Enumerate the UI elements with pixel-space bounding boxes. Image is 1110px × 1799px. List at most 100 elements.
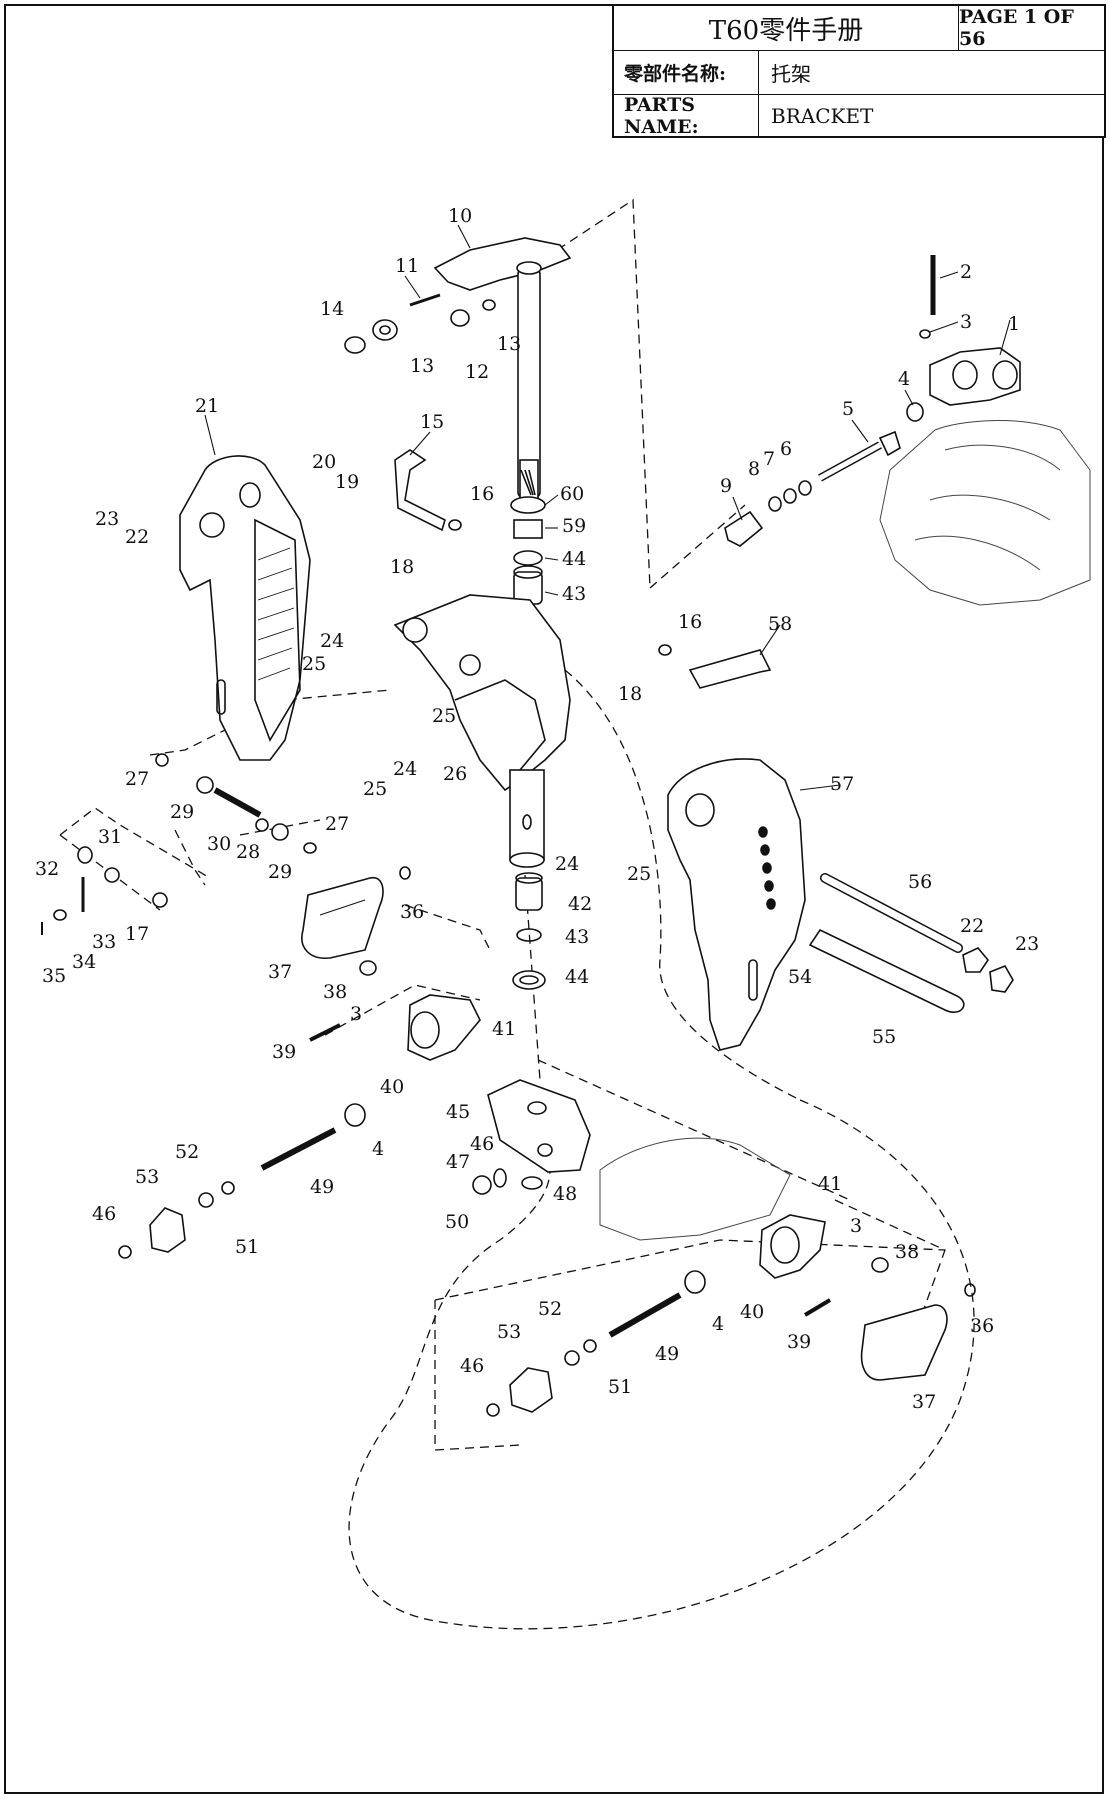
callout-18b: 18 (618, 683, 642, 705)
left-clamp-bracket (179, 455, 311, 761)
callout-53b: 53 (497, 1321, 521, 1343)
callout-36b: 36 (970, 1315, 994, 1337)
callout-34: 34 (72, 951, 96, 973)
callout-29a: 29 (170, 801, 194, 823)
callout-13b: 13 (410, 355, 434, 377)
tilt-lock-parts (41, 753, 317, 935)
shaft-washers (510, 496, 546, 605)
callout-18a: 18 (390, 556, 414, 578)
mount-group-left (118, 1103, 366, 1259)
callout-48: 48 (553, 1183, 577, 1205)
callout-45: 45 (446, 1101, 470, 1123)
callout-24c: 24 (555, 853, 579, 875)
callout-13a: 13 (497, 333, 521, 355)
drawing-sheet (4, 4, 1104, 1794)
callout-15: 15 (420, 411, 444, 433)
callout-43b: 43 (565, 926, 589, 948)
callout-41a: 41 (492, 1018, 516, 1040)
callout-42: 42 (568, 893, 592, 915)
callout-27b: 27 (325, 813, 349, 835)
callout-47: 47 (446, 1151, 470, 1173)
callout-53a: 53 (135, 1166, 159, 1188)
callout-9: 9 (720, 475, 732, 497)
callout-26: 26 (443, 763, 467, 785)
mount-group-right (486, 1270, 706, 1417)
callout-16a: 16 (470, 483, 494, 505)
part-name-cn-value: 托架 (771, 61, 811, 86)
callout-29b: 29 (268, 861, 292, 883)
part-name-en-value: BRACKET (771, 104, 874, 128)
callout-46c: 46 (460, 1355, 484, 1377)
callout-25a: 25 (302, 653, 326, 675)
trim-stop-left (301, 866, 411, 959)
callout-51a: 51 (235, 1236, 259, 1258)
callout-32: 32 (35, 858, 59, 880)
swivel-bracket (393, 594, 571, 868)
callout-4: 4 (898, 368, 910, 390)
callout-43a: 43 (562, 583, 586, 605)
callout-7: 7 (763, 448, 775, 470)
engine-outline (879, 420, 1091, 606)
callout-44a: 44 (562, 548, 586, 570)
callout-52b: 52 (538, 1298, 562, 1320)
callout-4c: 4 (712, 1313, 724, 1335)
clamp-right (759, 1214, 976, 1381)
callout-60: 60 (560, 483, 584, 505)
callout-10: 10 (448, 205, 472, 227)
lower-bushings (512, 872, 546, 990)
top-fasteners (344, 293, 496, 354)
steering-shaft-assembly (433, 237, 572, 501)
right-clamp-bracket (667, 758, 806, 1051)
callout-24b: 24 (393, 758, 417, 780)
callout-28: 28 (236, 841, 260, 863)
callout-21: 21 (195, 395, 219, 417)
callout-49a: 49 (310, 1176, 334, 1198)
callout-25b: 25 (432, 705, 456, 727)
callout-52a: 52 (175, 1141, 199, 1163)
callout-49b: 49 (655, 1343, 679, 1365)
callout-58: 58 (768, 613, 792, 635)
callout-3: 3 (960, 311, 972, 333)
callout-30: 30 (207, 833, 231, 855)
callout-56: 56 (908, 871, 932, 893)
callout-36a: 36 (400, 901, 424, 923)
callout-54: 54 (788, 966, 812, 988)
callout-1: 1 (1008, 313, 1020, 335)
callout-14: 14 (320, 298, 344, 320)
callout-55: 55 (872, 1026, 896, 1048)
callout-23b: 23 (1015, 933, 1039, 955)
callout-12: 12 (465, 361, 489, 383)
callout-51b: 51 (608, 1376, 632, 1398)
callout-4b: 4 (372, 1138, 384, 1160)
callout-40b: 40 (740, 1301, 764, 1323)
upper-mount-clamp (724, 255, 1021, 547)
callout-11: 11 (395, 255, 419, 277)
callout-59: 59 (562, 515, 586, 537)
callout-19: 19 (335, 471, 359, 493)
assembly-dashed-lines (59, 198, 975, 1630)
callout-35: 35 (42, 965, 66, 987)
callout-40a: 40 (380, 1076, 404, 1098)
clamp-left (309, 960, 481, 1061)
lower-mount-bracket (472, 1079, 591, 1195)
callout-22b: 22 (960, 915, 984, 937)
callout-50: 50 (445, 1211, 469, 1233)
callout-25c: 25 (363, 778, 387, 800)
page-indicator: PAGE 1 OF 56 (959, 6, 1074, 50)
callout-17: 17 (125, 923, 149, 945)
leader-lines (204, 224, 1011, 791)
latch-levers (394, 449, 772, 689)
callout-8: 8 (748, 458, 760, 480)
callout-5: 5 (842, 398, 854, 420)
transom-outline (599, 1137, 791, 1241)
callout-38b: 38 (895, 1241, 919, 1263)
callout-41b: 41 (818, 1173, 842, 1195)
title-block: T60零件手册 PAGE 1 OF 56 零部件名称: 托架 PARTS NAM… (612, 4, 1106, 138)
callout-25d: 25 (627, 863, 651, 885)
callout-46b: 46 (92, 1203, 116, 1225)
manual-title: T60零件手册 (614, 6, 959, 50)
callout-38a: 38 (323, 981, 347, 1003)
callout-labels: 1 2 3 4 5 6 7 8 9 10 11 12 13 13 14 15 1… (35, 205, 1039, 1413)
callout-3c: 3 (850, 1215, 862, 1237)
